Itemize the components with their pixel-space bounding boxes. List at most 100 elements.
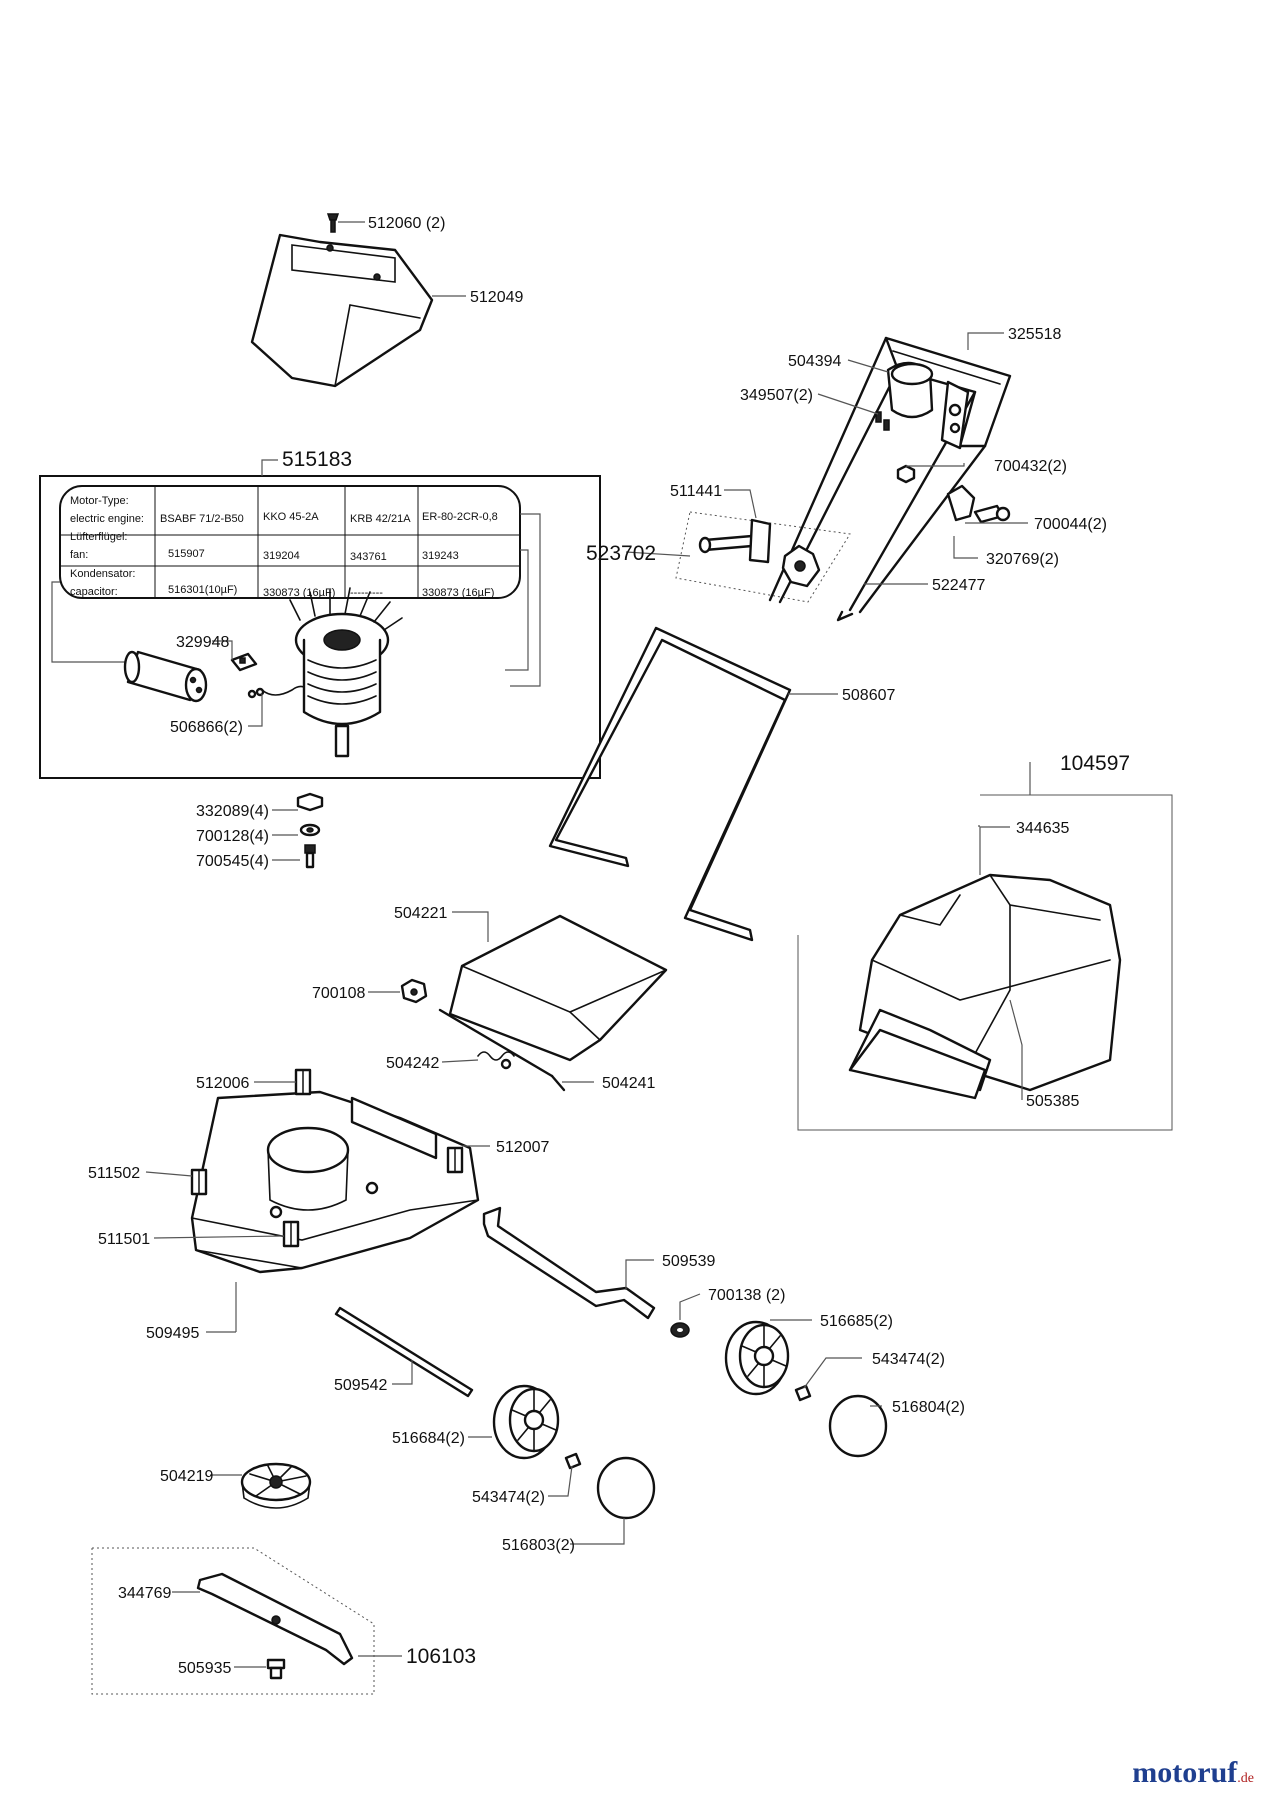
knob-part — [946, 484, 1011, 524]
table-cell: --------- — [350, 587, 383, 599]
group-outline — [797, 794, 1173, 1131]
part-label: 511501 — [98, 1231, 150, 1248]
table-cell: 319243 — [422, 550, 459, 562]
part-label: 543474(2) — [872, 1351, 945, 1368]
spring-part — [477, 1051, 515, 1070]
part-label: 516684(2) — [392, 1430, 465, 1447]
part-label: 504242 — [386, 1055, 439, 1072]
table-row-label: Motor-Type: — [70, 495, 129, 507]
group-outline — [91, 1547, 375, 1695]
part-label: 509542 — [334, 1377, 387, 1394]
table-cell: 515907 — [168, 548, 205, 560]
table-cell: 343761 — [350, 551, 387, 563]
part-label: 543474(2) — [472, 1489, 545, 1506]
clip-part — [294, 1068, 312, 1096]
clip-part — [564, 1452, 582, 1470]
part-label: 700044(2) — [1034, 516, 1107, 533]
part-label: 506866(2) — [170, 719, 243, 736]
clip-part — [190, 1168, 208, 1196]
part-label: 344769 — [118, 1585, 171, 1602]
table-cell: 330873 (16µF) — [263, 587, 335, 599]
table-row-label: capacitor: — [70, 586, 118, 598]
blade-part — [196, 1572, 354, 1666]
table-cell: KKO 45-2A — [263, 511, 319, 523]
part-label: 504221 — [394, 905, 447, 922]
part-label: 320769(2) — [986, 551, 1059, 568]
screw-icon — [875, 411, 890, 431]
motor-spec-table — [59, 485, 521, 599]
motor-box — [39, 475, 601, 779]
part-label: 516803(2) — [502, 1537, 575, 1554]
bolt-part — [266, 1658, 286, 1680]
part-label: 700138 (2) — [708, 1287, 785, 1304]
lower-handle-part — [548, 626, 792, 942]
part-label: 700545(4) — [196, 853, 269, 870]
hub-cap-part — [828, 1394, 888, 1458]
table-row-label: electric engine: — [70, 513, 144, 525]
motor-connectors — [51, 513, 541, 687]
mower-deck-part — [190, 1090, 480, 1274]
table-cell: 319204 — [263, 550, 300, 562]
part-label: 516685(2) — [820, 1313, 893, 1330]
table-cell: 330873 (16µF) — [422, 587, 494, 599]
table-row-label: Kondensator: — [70, 568, 135, 580]
part-label: 700432(2) — [994, 458, 1067, 475]
part-label: 508607 — [842, 687, 895, 704]
brand-name: motoruf — [1132, 1756, 1238, 1789]
wire-part — [247, 685, 313, 699]
axle-part — [334, 1306, 474, 1398]
motor-table-text: Motor-Type: electric engine: BSABF 71/2-… — [70, 495, 498, 599]
adjust-rod-part — [482, 1206, 656, 1320]
group-outline — [675, 511, 851, 603]
brand-tld: .de — [1237, 1771, 1254, 1786]
table-cell: KRB 42/21A — [350, 513, 411, 525]
washer-icon — [299, 823, 321, 837]
part-labels: 512060 (2) 512049 515183 325518 504394 3… — [88, 215, 1130, 1677]
fan-part — [240, 1462, 312, 1509]
handle-pivot-part — [698, 518, 821, 588]
nut-icon — [670, 1322, 690, 1338]
capacitor-part — [123, 650, 208, 703]
grass-bag-part — [848, 873, 1122, 1100]
screw-icon — [304, 844, 316, 869]
part-label: 505935 — [178, 1660, 231, 1677]
part-label: 700128(4) — [196, 828, 269, 845]
cover-part — [250, 233, 434, 388]
part-label: 522477 — [932, 577, 985, 594]
part-label: 511502 — [88, 1165, 140, 1182]
clip-part — [794, 1384, 812, 1402]
part-label: 504219 — [160, 1468, 213, 1485]
hub-cap-part — [596, 1456, 656, 1520]
table-cell: 516301(10µF) — [168, 584, 237, 596]
part-label: 512049 — [470, 289, 523, 306]
table-row-label: Lüfterflügel: — [70, 531, 127, 543]
part-label: 516804(2) — [892, 1399, 965, 1416]
part-label: 104597 — [1060, 752, 1130, 775]
part-label: 509495 — [146, 1325, 199, 1342]
rear-flap-part — [438, 914, 668, 1092]
part-label: 332089(4) — [196, 803, 269, 820]
wheel-part — [724, 1320, 790, 1396]
motor-table-grid — [60, 486, 520, 598]
part-label: 511441 — [670, 483, 722, 500]
clip-part — [230, 652, 258, 672]
part-label: 509539 — [662, 1253, 715, 1270]
part-label: 512006 — [196, 1075, 249, 1092]
nut-icon — [896, 464, 916, 484]
clip-part — [282, 1220, 300, 1248]
part-label: 349507(2) — [740, 387, 813, 404]
table-row-label: fan: — [70, 549, 88, 561]
leader-lines — [145, 221, 1031, 1668]
part-label: 329948 — [176, 634, 229, 651]
nut-icon — [296, 792, 324, 812]
part-label: 515183 — [282, 448, 352, 471]
motor-part — [289, 587, 403, 758]
handle-switch-part — [886, 361, 970, 450]
part-label: 504394 — [788, 353, 841, 370]
part-label: 523702 — [586, 542, 656, 565]
part-label: 504241 — [602, 1075, 655, 1092]
brand-watermark: motoruf.de — [1132, 1756, 1254, 1790]
part-label: 700108 — [312, 985, 365, 1002]
part-label: 325518 — [1008, 326, 1061, 343]
